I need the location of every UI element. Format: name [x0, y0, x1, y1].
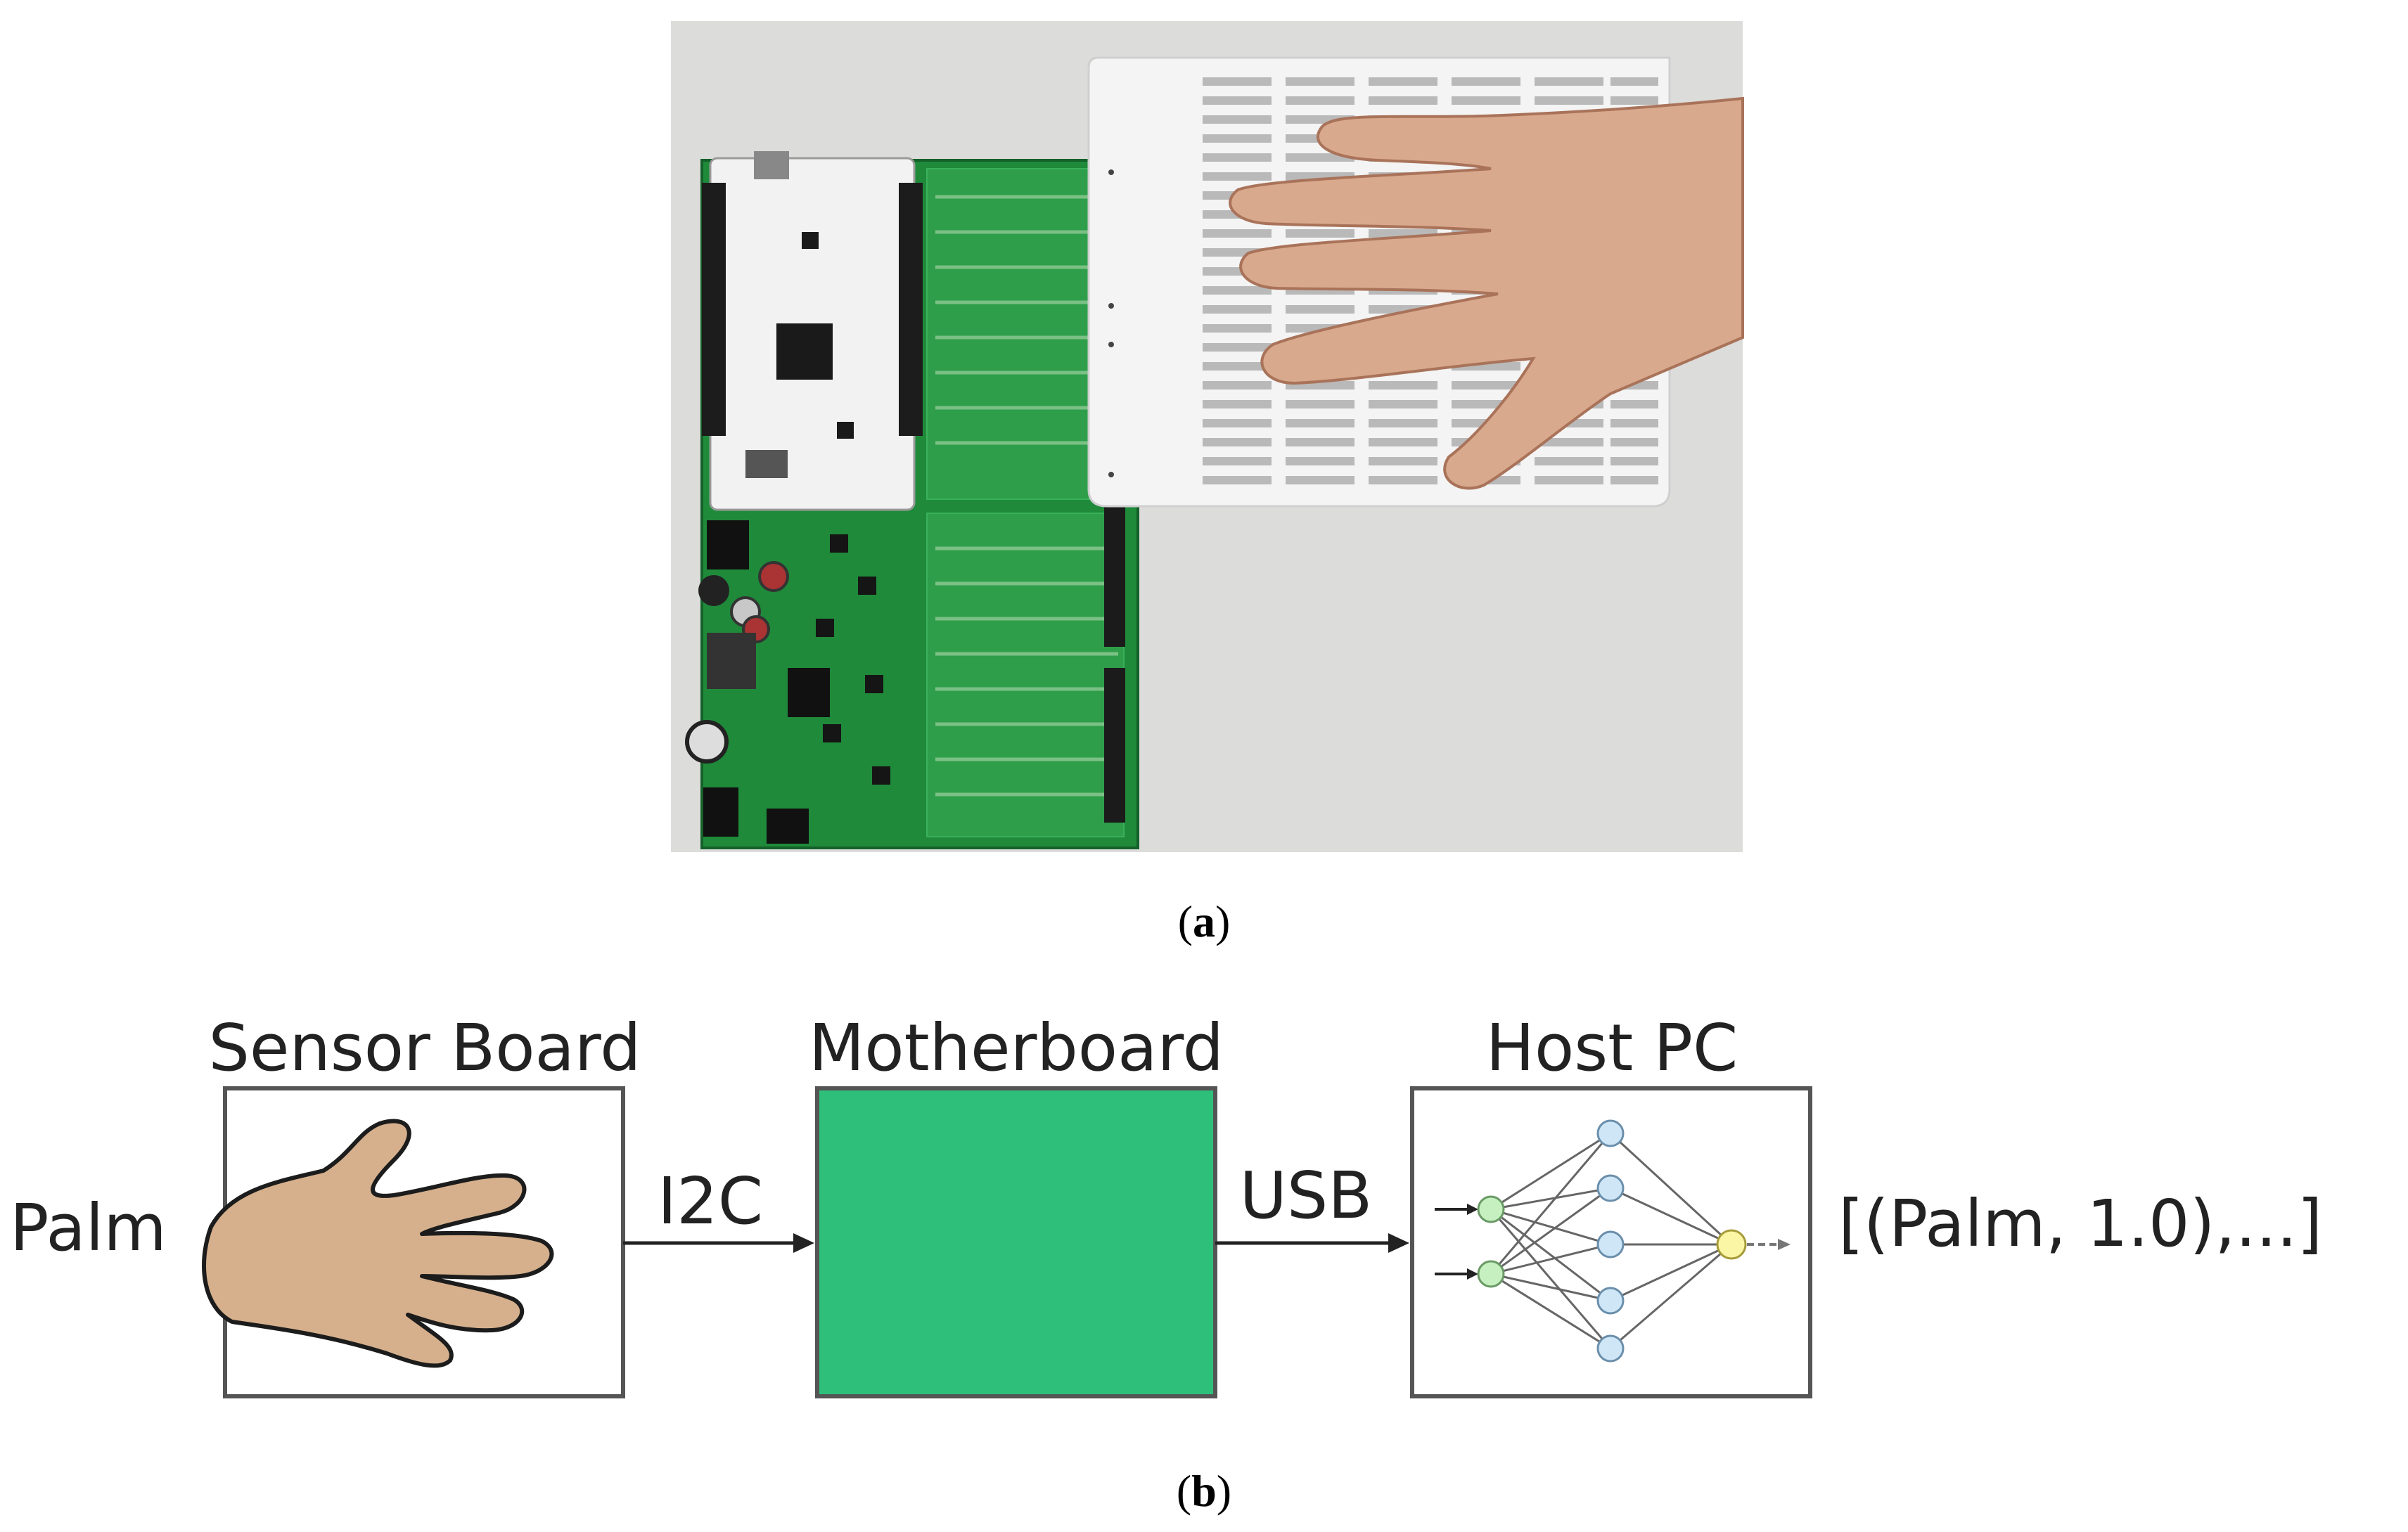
sensor-slot	[1452, 77, 1520, 86]
nn-hidden-node-4	[1596, 1287, 1625, 1315]
i2c-label: I2C	[658, 1164, 763, 1239]
usb-label: USB	[1240, 1158, 1373, 1233]
sensor-slot	[1535, 438, 1603, 446]
sensor-slot	[1203, 457, 1272, 465]
sensor-slot	[1369, 457, 1437, 465]
sensor-slot	[1535, 476, 1603, 484]
sensor-slot	[1286, 476, 1354, 484]
sensor-slot	[1203, 400, 1272, 408]
sensor-slot	[1203, 96, 1272, 105]
sensor-slot	[1203, 362, 1272, 371]
sensor-slot	[1203, 305, 1272, 314]
sensor-slot	[1286, 438, 1354, 446]
sensor-slot	[1203, 77, 1272, 86]
sensor-slot	[1203, 476, 1272, 484]
sensor-slot	[1610, 400, 1658, 408]
nn-input-arrowhead-2	[1467, 1268, 1478, 1280]
sensor-slot	[1369, 77, 1437, 86]
sensor-slot	[1452, 381, 1520, 390]
sensor-slot	[1286, 96, 1354, 105]
sensor-slot	[1203, 172, 1272, 181]
hand-photo	[1229, 96, 1744, 490]
sensor-slot	[1203, 438, 1272, 446]
sensor-slot	[1203, 134, 1272, 143]
sensor-slot	[1286, 229, 1354, 238]
sensor-slot	[1203, 343, 1272, 352]
sensor-slot	[1369, 96, 1437, 105]
sensor-slot	[1286, 419, 1354, 427]
sensor-slot	[1610, 77, 1658, 86]
sensor-board-title: Sensor Board	[209, 1010, 641, 1086]
sensor-slot	[1203, 153, 1272, 162]
sensor-slot	[1369, 419, 1437, 427]
nn-output-arrowhead	[1778, 1239, 1791, 1250]
input-label: Palm	[10, 1190, 167, 1266]
sensor-slot	[1203, 229, 1272, 238]
sensor-slot	[1203, 286, 1272, 295]
sensor-slot	[1369, 438, 1437, 446]
sensor-slot	[1535, 96, 1603, 105]
neural-network-icon	[1435, 1119, 1791, 1363]
nn-connections	[1490, 1132, 1733, 1350]
dev-board	[702, 151, 923, 511]
sensor-slot	[1369, 476, 1437, 484]
sensor-slot	[1369, 400, 1437, 408]
nn-hidden-node-2	[1596, 1174, 1625, 1202]
sensor-slot	[1610, 96, 1658, 105]
sensor-slot	[1369, 381, 1437, 390]
motherboard-title: Motherboard	[809, 1010, 1224, 1086]
sensor-slot	[1535, 77, 1603, 86]
sensor-slot	[1203, 381, 1272, 390]
sensor-slot	[1203, 115, 1272, 124]
panel-a-caption: (a)	[1178, 896, 1231, 946]
sensor-slot	[1610, 457, 1658, 465]
sensor-slot	[1203, 419, 1272, 427]
output-label: [(Palm, 1.0),...]	[1838, 1186, 2322, 1261]
sensor-slot	[1452, 96, 1520, 105]
sensor-slot	[1286, 457, 1354, 465]
nn-input-node-1	[1477, 1195, 1505, 1223]
panel-b-caption: (b)	[1177, 1466, 1231, 1516]
sensor-slot	[1203, 324, 1272, 333]
sensor-slot	[1535, 457, 1603, 465]
sensor-slot	[1610, 419, 1658, 427]
sensor-slot	[1286, 77, 1354, 86]
usb-arrowhead	[1388, 1233, 1409, 1253]
sensor-slot	[1610, 438, 1658, 446]
motherboard-block	[815, 1086, 1217, 1398]
nn-hidden-node-1	[1596, 1119, 1625, 1147]
sensor-slot	[1610, 476, 1658, 484]
panel-a-photo	[671, 21, 1744, 852]
nn-input-arrowhead-1	[1467, 1204, 1478, 1215]
sensor-slot	[1286, 305, 1354, 314]
sensor-slot	[1286, 400, 1354, 408]
nn-output-node	[1716, 1229, 1747, 1260]
nn-input-node-2	[1477, 1260, 1505, 1288]
nn-hidden-node-5	[1596, 1334, 1625, 1363]
nn-input-arrows	[1435, 1208, 1470, 1275]
panel-b-diagram: Palm Sensor Board I2C Motherboard USB Ho…	[10, 1010, 2322, 1398]
i2c-arrowhead	[793, 1233, 814, 1253]
nn-hidden-node-3	[1596, 1230, 1625, 1259]
host-pc-title: Host PC	[1486, 1010, 1738, 1086]
hand-icon	[202, 1119, 554, 1368]
